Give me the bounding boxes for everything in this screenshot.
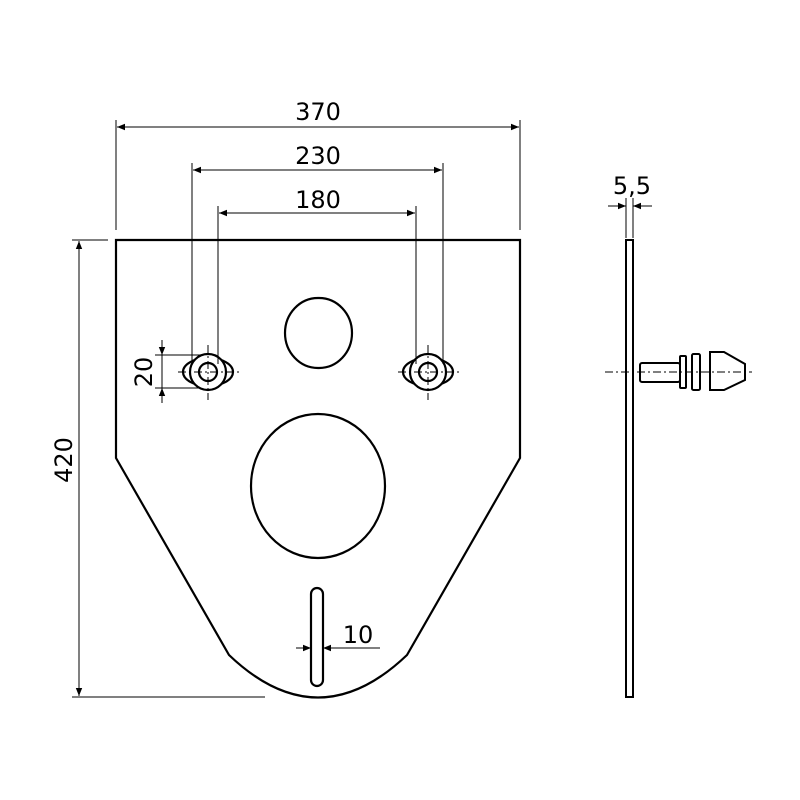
side-view: [605, 239, 752, 698]
svg-text:370: 370: [295, 98, 341, 126]
svg-text:230: 230: [295, 142, 341, 170]
dimension-20: 20: [130, 340, 200, 403]
dimension-230: 230: [191, 142, 444, 364]
dimension-420: 420: [50, 239, 265, 698]
upper-opening: [283, 296, 354, 370]
plate-outline: [114, 238, 522, 699]
svg-text:180: 180: [295, 186, 341, 214]
svg-text:20: 20: [130, 357, 158, 388]
dimension-5-5: 5,5: [608, 172, 652, 238]
bottom-slot: [309, 586, 325, 688]
left-bolt-hole: [178, 345, 240, 400]
right-bolt-hole: [398, 345, 460, 400]
svg-text:420: 420: [50, 437, 78, 483]
dimension-180: 180: [217, 186, 417, 364]
svg-text:5,5: 5,5: [613, 172, 651, 200]
drain-opening: [249, 412, 387, 560]
dimension-370: 370: [115, 98, 521, 230]
svg-text:10: 10: [343, 621, 374, 649]
dimension-10: 10: [296, 621, 380, 652]
